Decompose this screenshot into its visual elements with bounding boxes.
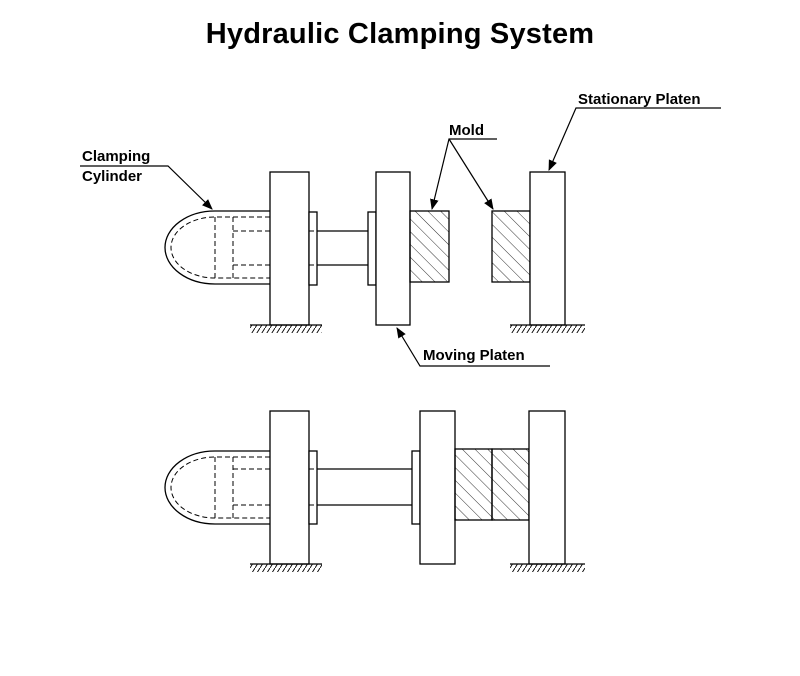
stationary-platen	[528, 410, 566, 565]
leader-line	[548, 107, 721, 171]
moving-platen	[419, 410, 456, 565]
label-stationary-platen: Stationary Platen	[548, 91, 721, 171]
clamping-cylinder	[164, 450, 270, 525]
moving-platen	[375, 171, 411, 326]
svg-text:Moving Platen: Moving Platen	[423, 347, 525, 364]
ground-hatch	[250, 325, 322, 333]
svg-text:Cylinder: Cylinder	[82, 168, 142, 185]
cylinder-platen	[269, 410, 310, 565]
mold-half-stationary	[491, 448, 530, 521]
label-clamping-cylinder: Clamping Cylinder	[80, 148, 213, 210]
mold-half-moving	[409, 210, 450, 283]
page-title: Hydraulic Clamping System	[205, 18, 595, 50]
ground-hatch	[510, 325, 585, 333]
leader-line	[396, 327, 550, 367]
cylinder-platen	[269, 171, 310, 326]
clamping-cylinder	[164, 210, 270, 285]
stationary-platen	[529, 171, 566, 326]
svg-text:Stationary Platen: Stationary Platen	[578, 91, 701, 108]
closed-state-assembly	[164, 410, 585, 572]
cylinder-platen-flange	[308, 211, 318, 286]
ground-hatch	[250, 564, 322, 572]
moving-platen-flange	[411, 450, 421, 525]
moving-platen-flange	[367, 211, 377, 286]
mold-half-stationary	[491, 210, 531, 283]
mold-half-moving	[454, 448, 493, 521]
svg-text:Clamping: Clamping	[82, 148, 150, 165]
open-state-assembly	[164, 171, 585, 333]
label-mold: Mold	[430, 122, 497, 211]
svg-text:Mold: Mold	[449, 122, 484, 139]
cylinder-platen-flange	[308, 450, 318, 525]
leader-line	[430, 138, 497, 211]
ground-hatch	[510, 564, 585, 572]
label-moving-platen: Moving Platen	[396, 327, 550, 367]
leader-line	[80, 165, 213, 210]
leader-line	[448, 138, 494, 210]
